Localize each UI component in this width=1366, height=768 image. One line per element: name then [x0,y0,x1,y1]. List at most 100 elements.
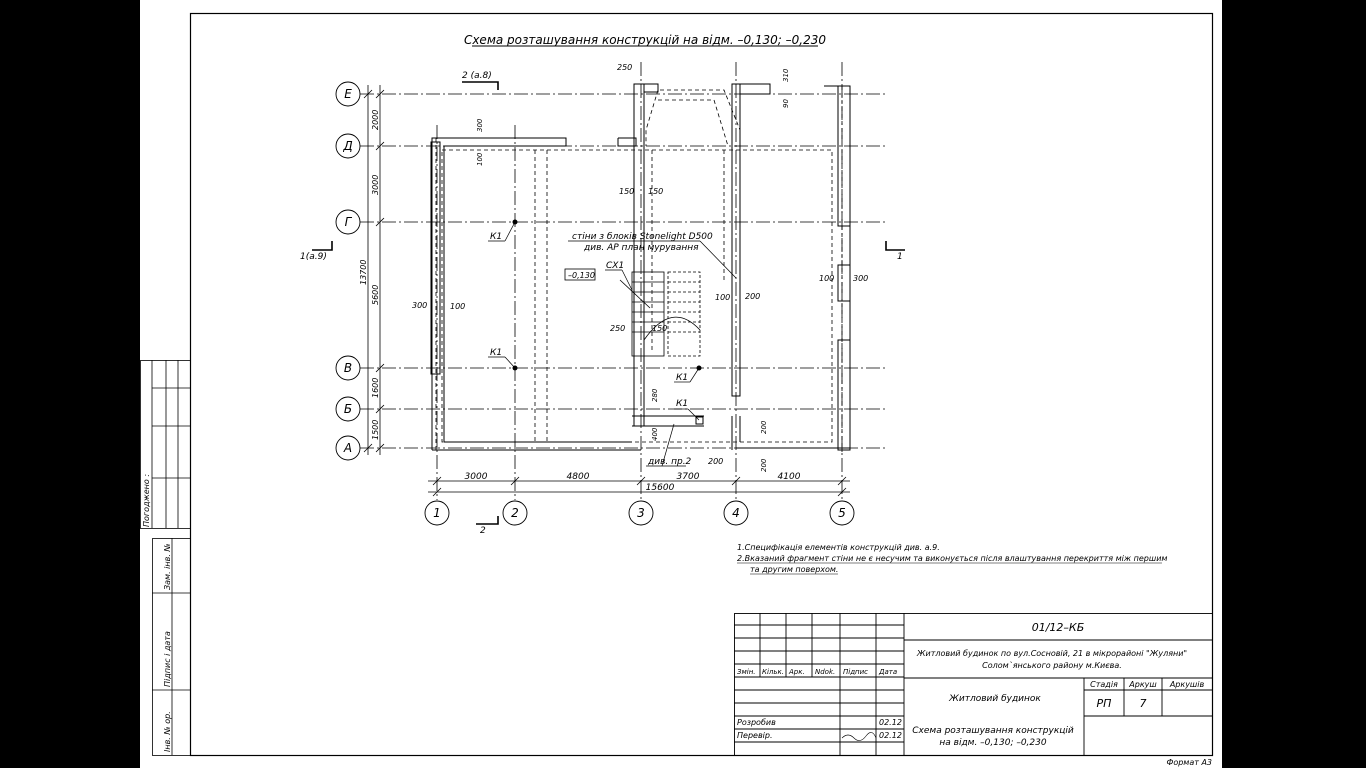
dim-310: 310 [782,68,790,82]
dim-90: 90 [782,99,790,108]
dim-300-top: 300 [476,118,484,132]
dim-200-b3: 200 [760,458,768,472]
tb-checked: Перевір. [737,731,773,740]
section-bottom: 2 [480,526,486,536]
horizontal-dimension-chain [428,476,850,497]
dim-400: 400 [651,427,659,441]
vdim-1600: 1600 [371,378,380,398]
inner-frame [189,12,1214,757]
level-mark: –0,130 [568,271,595,280]
dim-200-mid: 200 [745,292,760,301]
tb-col-sheet: Арк. [788,668,805,676]
vdim-5600: 5600 [371,285,380,305]
drawing-title: Схема розташування конструкцій на відм. … [464,33,826,47]
tb-sheet-title-2: на відм. –0,130; –0,230 [939,738,1046,748]
tb-sheet-label: Аркуш [1128,680,1157,689]
dim-100-mid: 100 [715,293,730,302]
hdim-3700: 3700 [677,472,700,482]
format-label: Формат А3 [1166,758,1212,767]
stamp-agreed: Погоджено : [142,474,151,527]
dim-100-top: 100 [476,152,484,166]
tb-code: 01/12–КБ [1032,621,1085,634]
see-note: див. пр.2 [647,457,692,467]
tb-building: Житловий будинок [948,694,1041,704]
hidden-lines [435,86,843,452]
dim-250-stair: 250 [610,324,625,333]
tb-sheet: 7 [1140,697,1147,710]
tb-sheet-title-1: Схема розташування конструкцій [912,726,1074,736]
section-top: 2 (а.8) [462,71,492,81]
side-stamp [140,360,191,756]
tb-date1: 02.12 [879,718,902,727]
axis-label-d: Д [342,139,352,153]
title-block [734,613,1213,756]
label-cx1: СХ1 [606,261,624,271]
structural-plan-drawing: Погоджено : Зам. інв. № Підпис і дата Ін… [140,12,1214,767]
wall-note-1: стіни з блоків Stonelight D500 [572,232,713,242]
axis-label-e: Е [344,87,352,101]
axis-bubbles-numbers [424,500,855,526]
dim-100-right: 100 [819,274,834,283]
section-right: 1 [897,252,903,262]
axis-label-2: 2 [511,506,519,520]
axis-label-v: В [344,361,352,375]
walls [430,83,851,451]
note-2: 2.Вказаний фрагмент стіни не є несучим т… [737,554,1167,563]
label-k1-b: К1 [490,348,502,358]
drawing-sheet: Погоджено : Зам. інв. № Підпис і дата Ін… [140,0,1222,768]
axis-label-g: Г [345,215,353,229]
axis-label-4: 4 [732,506,740,520]
wall-note-2: див. АР план мурування [583,243,699,253]
label-k1-a: К1 [490,232,502,242]
axis-bubbles-letters [335,81,361,461]
tb-developed: Розробив [737,718,776,727]
leaders [488,221,737,467]
dim-200-b2: 200 [760,420,768,434]
hdim-4800: 4800 [567,472,590,482]
label-k1-c: К1 [676,373,688,383]
vertical-dimension-chain [363,85,385,455]
level-box [564,268,596,281]
axis-label-b: Б [344,402,352,416]
axis-grid [360,62,885,500]
signature-mark [841,732,877,741]
section-marks [312,81,905,525]
tb-col-date: Дата [878,668,897,676]
stamp-inv-replace: Зам. інв. № [163,543,172,590]
tb-object-1: Житловий будинок по вул.Сосновій, 21 в м… [916,649,1187,658]
section-left: 1(а.9) [300,252,327,262]
dim-150b: 150 [648,187,663,196]
hdim-3000: 3000 [465,472,488,482]
axis-label-a: А [343,441,352,455]
dim-100-left: 100 [450,302,465,311]
axis-label-5: 5 [838,506,846,520]
vdim-2000: 2000 [371,110,380,130]
tb-col-doc: Ndok. [815,668,835,676]
tb-object-2: Солом`янського району м.Києва. [982,660,1122,670]
note-1: 1.Специфікація елементів конструкцій див… [737,543,940,552]
hdim-4100: 4100 [778,472,801,482]
tb-col-sign: Підпис [843,668,868,676]
vdim-total: 13700 [359,260,368,285]
axis-label-3: 3 [637,506,645,520]
dim-200-bottom: 200 [708,457,723,466]
label-k1-d: К1 [676,399,688,409]
tb-stage-label: Стадія [1090,680,1118,689]
vdim-3000: 3000 [371,175,380,195]
hdim-total: 15600 [646,483,675,493]
dim-300-left: 300 [412,301,427,310]
vdim-1500: 1500 [371,420,380,440]
dim-150a: 150 [619,187,634,196]
stamp-sign-date: Підпис і дата [163,631,172,687]
dim-300-right: 300 [853,274,868,283]
staircase [619,271,701,357]
axis-label-1: 1 [433,506,441,520]
tb-col-changes: Змін. [737,668,756,676]
tb-date2: 02.12 [879,731,902,740]
dim-250: 250 [617,63,632,72]
tb-sheets-label: Аркушів [1169,680,1205,689]
tb-stage: РП [1097,697,1112,710]
note-3: та другим поверхом. [750,565,838,574]
dim-280: 280 [651,388,659,402]
stamp-inv-orig: Інв. № ор. [163,711,172,752]
